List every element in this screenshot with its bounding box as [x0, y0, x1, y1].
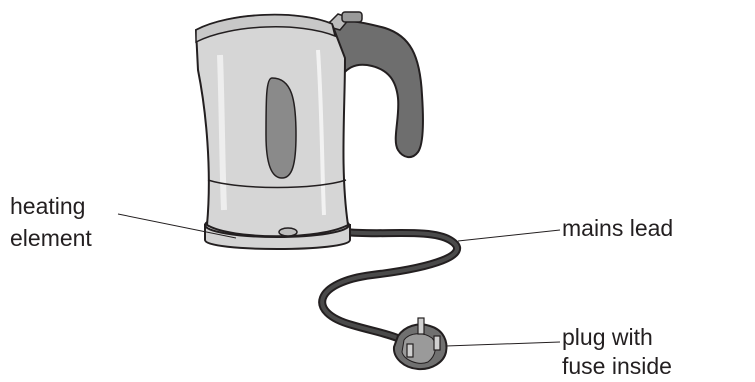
- heating-element-label-line2: element: [10, 225, 92, 251]
- plug-label-line1: plug with: [562, 324, 653, 350]
- mains-lead-label: mains lead: [562, 215, 673, 241]
- plug-leader: [446, 342, 560, 346]
- heating-element-label-line1: heating: [10, 193, 85, 219]
- mains-lead-leader: [458, 230, 560, 241]
- indicator-light: [279, 228, 297, 236]
- kettle-body: [196, 15, 348, 236]
- plug-label-line2: fuse inside: [562, 353, 672, 379]
- water-level-window: [266, 78, 296, 178]
- plug: [394, 318, 447, 369]
